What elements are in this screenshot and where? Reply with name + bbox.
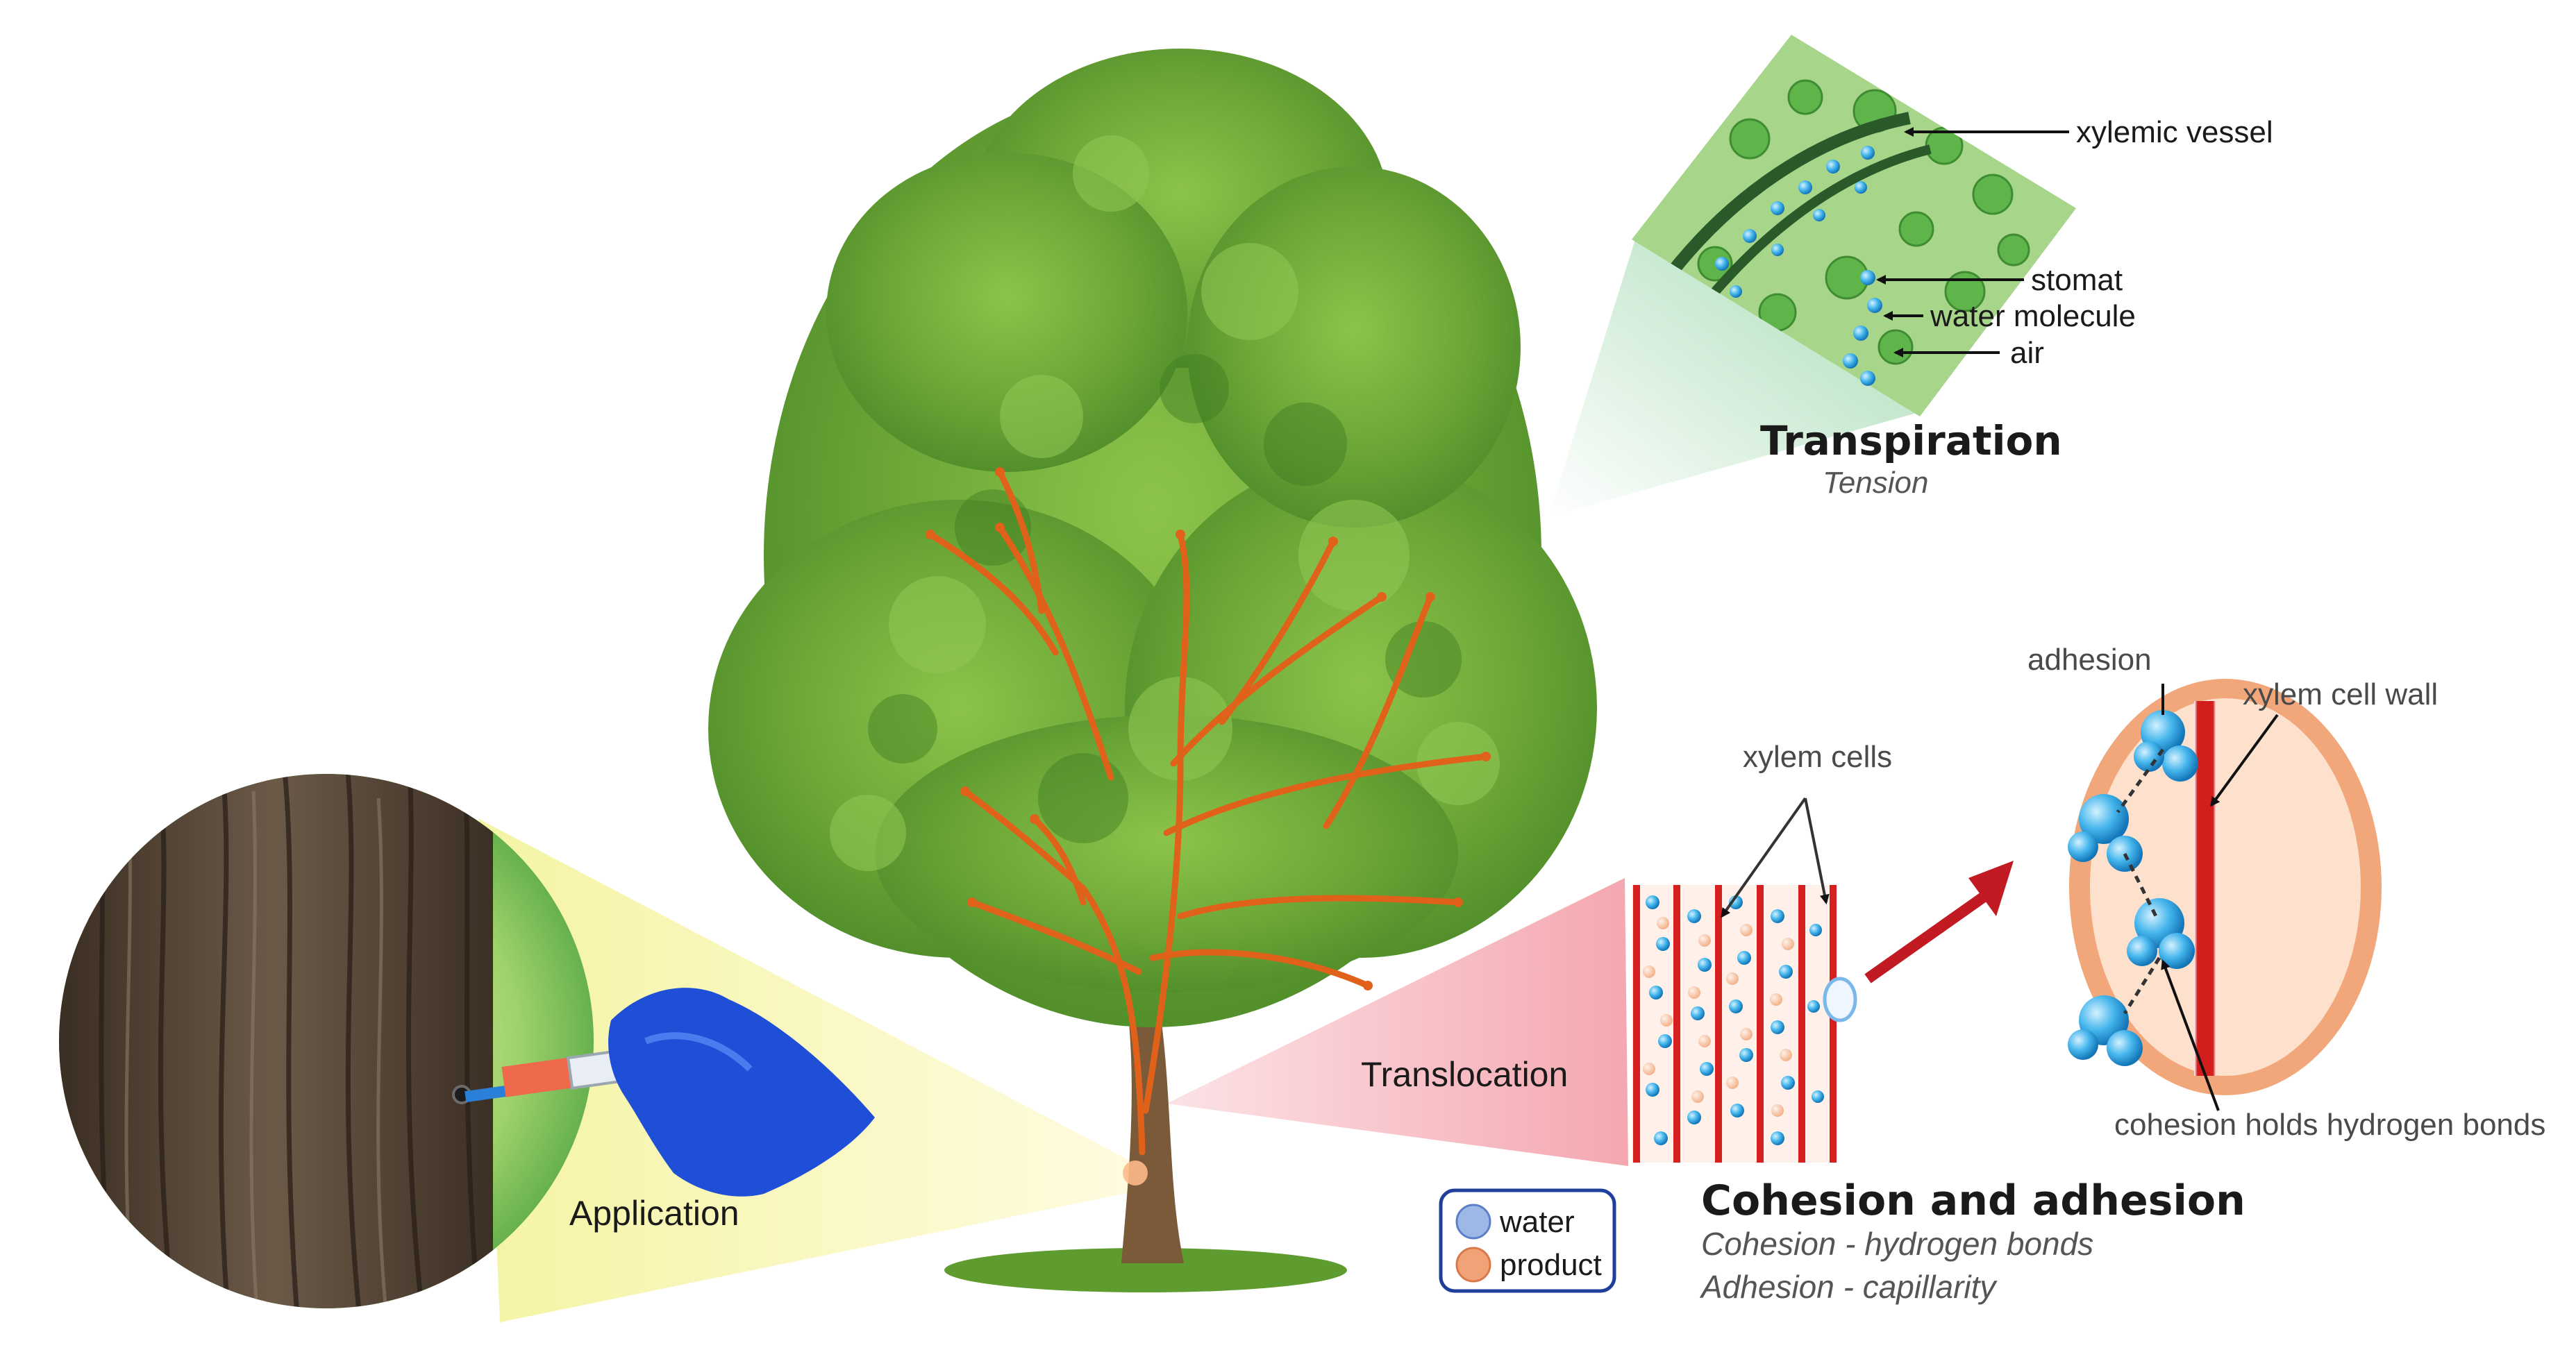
adhesion-line: Adhesion - capillarity bbox=[1699, 1269, 1998, 1305]
adhesion-zoom: adhesion xylem cell wall cohesion holds … bbox=[2027, 643, 2545, 1142]
cohesion-label: cohesion holds hydrogen bonds bbox=[2114, 1108, 2545, 1142]
tree bbox=[708, 49, 1597, 1292]
cohesion-adhesion-caption: Cohesion and adhesion Cohesion - hydroge… bbox=[1699, 1176, 2245, 1305]
label-air: air bbox=[2010, 336, 2044, 370]
tree-foliage bbox=[708, 49, 1597, 1027]
foliage-texture bbox=[830, 135, 1500, 871]
cohesion-line: Cohesion - hydrogen bonds bbox=[1701, 1226, 2093, 1262]
application-label: Application bbox=[569, 1194, 739, 1233]
hydrogen-bonds bbox=[2116, 748, 2165, 1015]
legend-label-product: product bbox=[1500, 1248, 1602, 1282]
zoom-arrow bbox=[1864, 861, 2014, 984]
highlighted-molecule bbox=[1823, 977, 1857, 1022]
legend-swatch-water bbox=[1455, 1204, 1491, 1240]
translocation-label: Translocation bbox=[1361, 1055, 1568, 1094]
xylem-cell-wall bbox=[2194, 701, 2216, 1076]
released-water-molecules bbox=[1843, 270, 1882, 386]
legend-swatch-product bbox=[1455, 1247, 1491, 1283]
transpiration-title: Transpiration bbox=[1760, 417, 2062, 464]
foliage-shadow bbox=[868, 354, 1462, 843]
xylem-cells-label: xylem cells bbox=[1743, 740, 1892, 774]
vessel-water-molecules bbox=[1715, 146, 1875, 298]
adhesion-label: adhesion bbox=[2027, 643, 2152, 677]
label-water-molecule: water molecule bbox=[1930, 299, 2136, 333]
transpiration-inset: xylemic vessel stomat water molecule air… bbox=[1632, 35, 2273, 500]
xylemic-vessel-wall bbox=[1647, 112, 1911, 303]
xylem-cell-walls bbox=[1633, 885, 1837, 1163]
transpiration-subtitle: Tension bbox=[1823, 466, 1929, 500]
xylem-product-molecules bbox=[1643, 917, 1794, 1117]
transpiration-cone bbox=[1548, 239, 1916, 517]
label-stomat: stomat bbox=[2031, 263, 2123, 297]
gloved-hand bbox=[608, 988, 875, 1197]
injection-glow bbox=[1123, 1161, 1148, 1186]
legend-label-water: water bbox=[1499, 1205, 1575, 1239]
label-xylemic-vessel: xylemic vessel bbox=[2076, 115, 2273, 149]
legend: water product bbox=[1439, 1188, 1616, 1293]
translocation-paths bbox=[926, 467, 1491, 1156]
bark-trunk bbox=[59, 774, 493, 1308]
application-inset: Application bbox=[59, 774, 875, 1308]
grass-patch bbox=[944, 1248, 1347, 1292]
xylem-water-molecules bbox=[1646, 895, 1824, 1145]
xylem-cells-inset: xylem cells Translocation bbox=[1361, 740, 1892, 1163]
cohesion-adhesion-title: Cohesion and adhesion bbox=[1701, 1176, 2245, 1225]
xylem-cell-wall-label: xylem cell wall bbox=[2243, 677, 2438, 711]
translocation-cone bbox=[1166, 878, 1628, 1166]
